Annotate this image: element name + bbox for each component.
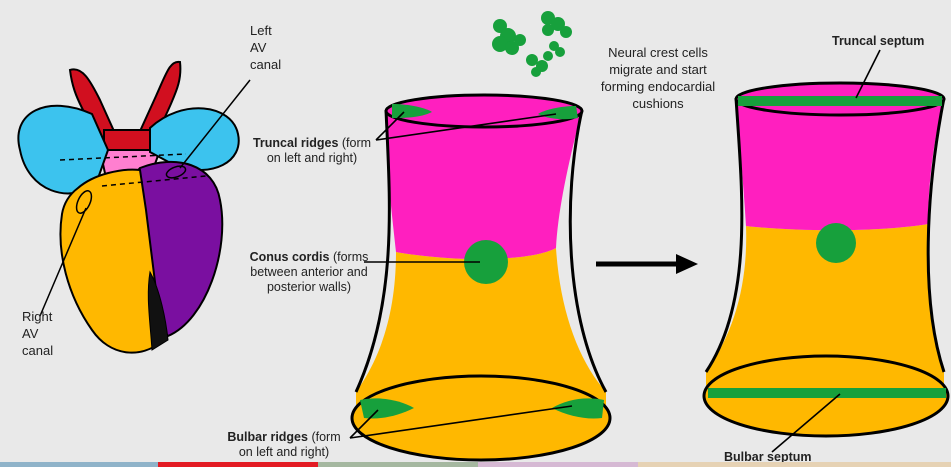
tube-before-bottom-opening <box>350 374 612 462</box>
right-av-canal-pointer <box>39 207 87 317</box>
transition-arrow <box>596 254 698 274</box>
bulbar-septum-band <box>708 388 946 398</box>
conus-cordis-line2: between anterior and <box>250 265 368 279</box>
neural-crest-label: Neural crest cells migrate and start for… <box>600 45 716 111</box>
tube-after-orange <box>706 224 944 400</box>
left-av-canal-ring <box>165 165 187 179</box>
neural-crest-cells-icon <box>492 11 572 77</box>
conus-cordis-suffix: (forms <box>329 250 369 264</box>
truncal-septum-pointer <box>855 49 881 99</box>
tube-after-magenta <box>736 98 944 231</box>
bottom-bar-segment-3 <box>318 462 478 467</box>
truncal-ridges-suffix: (form <box>338 136 372 150</box>
bulbar-ridges-suffix: (form <box>307 430 341 444</box>
bulbar-ridges-label: Bulbar ridges (form on left and right) <box>218 430 350 460</box>
bulbar-septum-pointer <box>771 393 841 453</box>
bulbar-septum-label: Bulbar septum <box>724 450 812 464</box>
bottom-bar-segment-1 <box>0 462 158 467</box>
tube-after <box>702 49 950 453</box>
truncal-ridges-label: Truncal ridges (form on left and right) <box>246 136 378 166</box>
left-av-canal-label: Left AV canal <box>250 23 282 72</box>
bulbar-ridges-title: Bulbar ridges <box>227 430 308 444</box>
bottom-color-bar <box>0 462 951 467</box>
conus-cordis-cushion-after <box>816 223 856 263</box>
right-ventricle <box>59 168 166 354</box>
tube-before-orange <box>356 248 606 410</box>
right-atrium <box>149 107 240 171</box>
tube-before-outline <box>354 109 608 393</box>
conus-cordis-cushion <box>464 240 508 284</box>
conus-cordis-label: Conus cordis (forms between anterior and… <box>246 250 372 295</box>
truncal-septum-label: Truncal septum <box>832 34 925 48</box>
bulbar-ridge-pointer-2 <box>349 405 573 439</box>
right-av-canal-label: Right AV canal <box>22 309 54 358</box>
ventricular-groove <box>147 270 169 351</box>
bulbar-ridge-pointer-1 <box>349 409 379 439</box>
conus-cordis-title: Conus cordis <box>249 250 330 264</box>
bottom-bar-segment-4 <box>478 462 638 467</box>
truncal-septum-band <box>738 96 942 106</box>
bulbar-ridge-right <box>552 398 604 419</box>
truncal-ridge-pointer-2 <box>375 113 557 141</box>
left-atrium <box>17 104 110 195</box>
bulbar-ridges-line2: on left and right) <box>238 445 330 459</box>
truncal-ridges-title: Truncal ridges <box>252 136 339 150</box>
tube-before-magenta <box>386 110 582 260</box>
av-dashed-line-upper <box>59 153 187 161</box>
bottom-bar-segment-5 <box>638 462 951 467</box>
tube-before <box>349 93 612 462</box>
truncal-ridges-line2: on left and right) <box>266 151 358 165</box>
right-av-canal-ring <box>75 190 93 214</box>
heart-illustration <box>17 60 251 354</box>
truncal-ridge-pointer-1 <box>375 111 405 141</box>
conus-cordis-line3: posterior walls) <box>266 280 352 294</box>
bottom-bar-segment-2 <box>158 462 318 467</box>
tube-before-top-opening <box>384 93 584 129</box>
left-av-canal-pointer <box>179 79 251 169</box>
tube-after-outline <box>704 97 946 373</box>
